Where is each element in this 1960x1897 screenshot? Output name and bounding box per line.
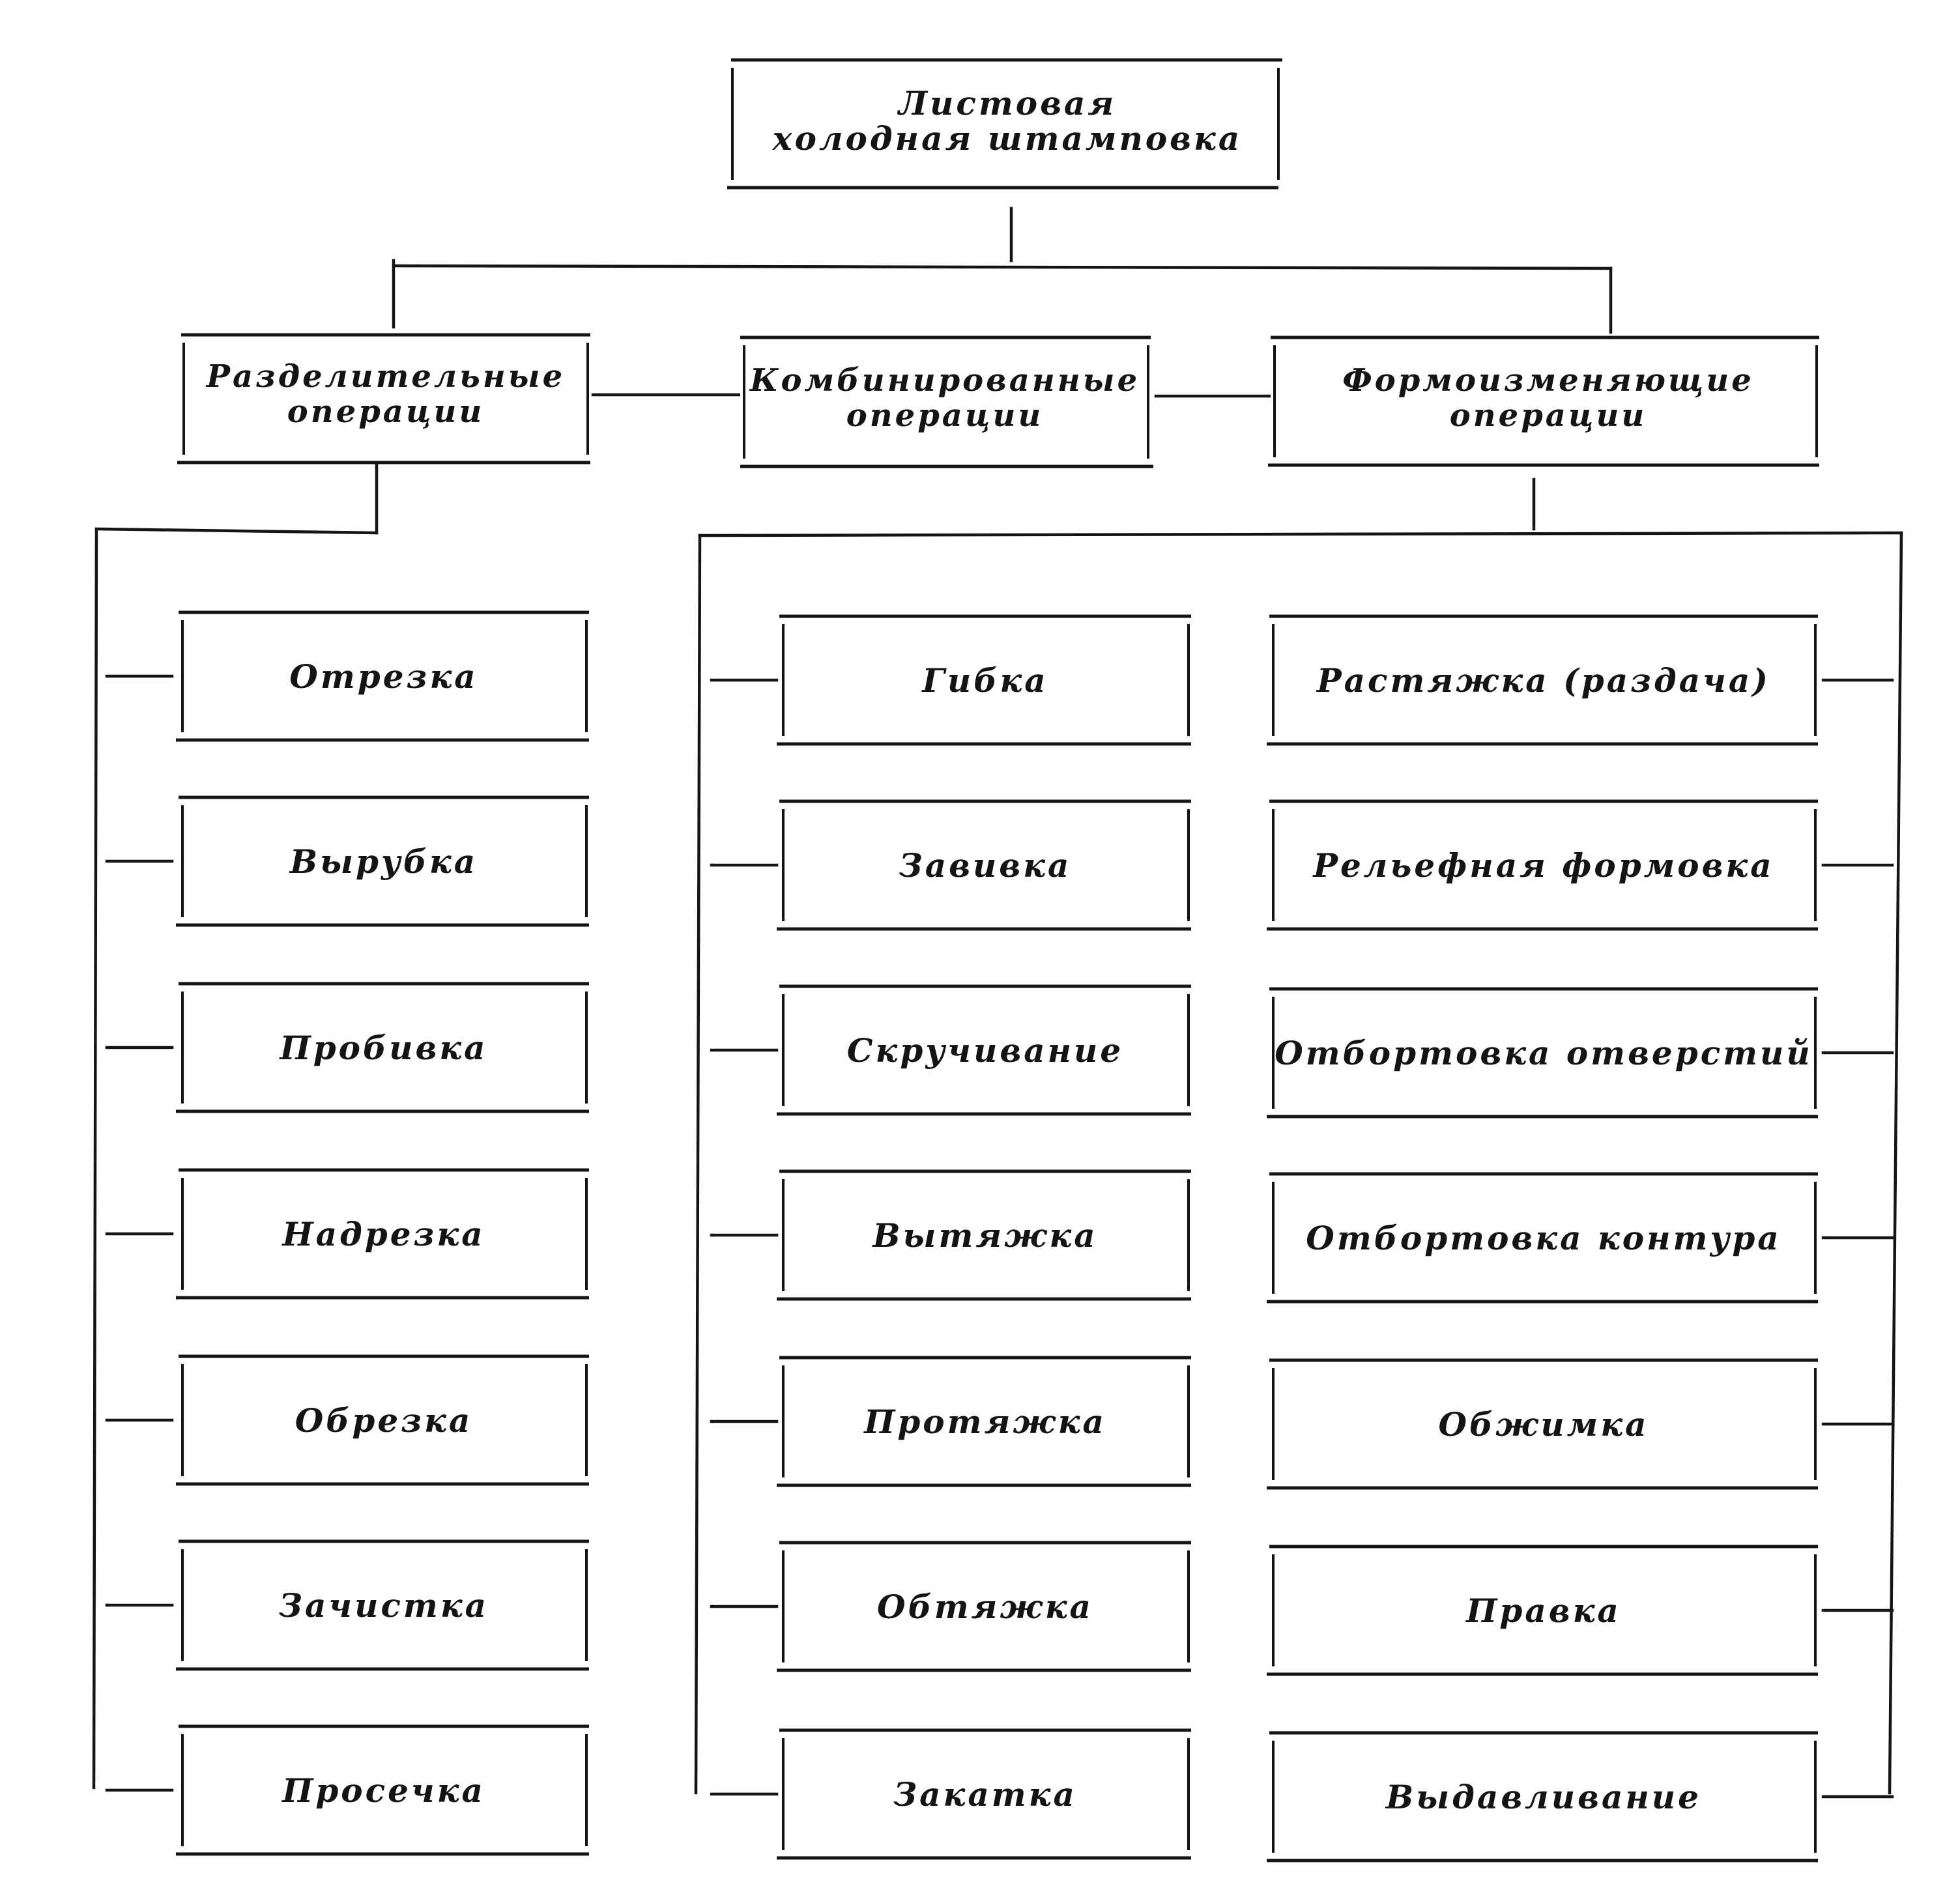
forming-operation: Растяжка (раздача) [1267,614,1894,746]
forming-operation: Правка [1267,1545,1894,1676]
category-combined-line1: Комбинированные [749,362,1140,399]
combined-operation-label: Завивка [899,846,1072,885]
separating-operation: Пробивка [105,982,589,1113]
category-forming-line2: операции [1450,397,1647,434]
root-label-line1: Листовая [897,84,1116,122]
separating-operation: Отрезка [105,610,589,742]
category-separating: Разделительные операции [177,333,590,464]
category-forming-line1: Формоизменяющие [1342,362,1754,399]
category-combined-line2: операции [846,397,1043,434]
category-separating-line1: Разделительные [205,358,565,395]
category-separating-line2: операции [287,393,484,430]
root-label-line2: холодная штамповка [772,119,1242,158]
forming-operation: Отбортовка отверстий [1267,987,1894,1119]
combined-operation: Протяжка [710,1356,1191,1487]
forming-operation-label: Отбортовка отверстий [1275,1034,1813,1072]
combined-operation-label: Протяжка [863,1403,1106,1441]
combined-operation-label: Скручивание [847,1031,1123,1070]
separating-operation-label: Надрезка [281,1215,485,1253]
combined-operation: Скручивание [710,984,1191,1116]
connectors [92,207,1903,1795]
category-combined: Комбинированные операции [740,335,1153,468]
separating-operation: Надрезка [105,1168,589,1300]
separating-operation: Вырубка [105,795,589,927]
combined-operation: Вытяжка [710,1169,1191,1301]
category-forming: Формоизменяющие операции [1268,335,1819,467]
forming-operation: Обжимка [1267,1358,1894,1490]
combined-operation-label: Обтяжка [877,1588,1093,1626]
separating-operation: Просечка [105,1724,589,1856]
combined-operation-label: Вытяжка [871,1216,1097,1255]
combined-operation: Завивка [710,799,1191,931]
separating-operation-label: Отрезка [289,657,478,696]
operations-layer: ОтрезкаВырубкаПробивкаНадрезкаОбрезкаЗач… [105,610,1894,1862]
forming-operation-label: Растяжка (раздача) [1316,661,1770,700]
separating-operation-label: Обрезка [295,1401,473,1440]
forming-operation-label: Рельефная формовка [1312,846,1774,885]
separating-operation: Обрезка [105,1354,589,1486]
separating-operation-label: Пробивка [278,1029,487,1067]
forming-operation-label: Правка [1465,1591,1621,1630]
combined-operation: Обтяжка [710,1541,1191,1672]
root-node: Листовая холодная штамповка [727,58,1282,190]
forming-operation: Отбортовка контура [1267,1172,1894,1304]
combined-operation: Гибка [710,614,1191,746]
combined-operation-label: Гибка [921,661,1048,700]
forming-operation: Выдавливание [1267,1731,1894,1862]
separating-operation-label: Зачистка [279,1586,489,1625]
separating-operation-label: Вырубка [289,842,478,881]
forming-operation-label: Отбортовка контура [1306,1219,1781,1257]
separating-operation-label: Просечка [281,1771,485,1810]
combined-operation: Закатка [710,1728,1191,1860]
combined-operation-label: Закатка [893,1775,1077,1814]
separating-operation: Зачистка [105,1539,589,1671]
forming-operation-label: Выдавливание [1385,1778,1701,1816]
forming-operation: Рельефная формовка [1267,799,1894,931]
forming-operation-label: Обжимка [1438,1405,1649,1444]
